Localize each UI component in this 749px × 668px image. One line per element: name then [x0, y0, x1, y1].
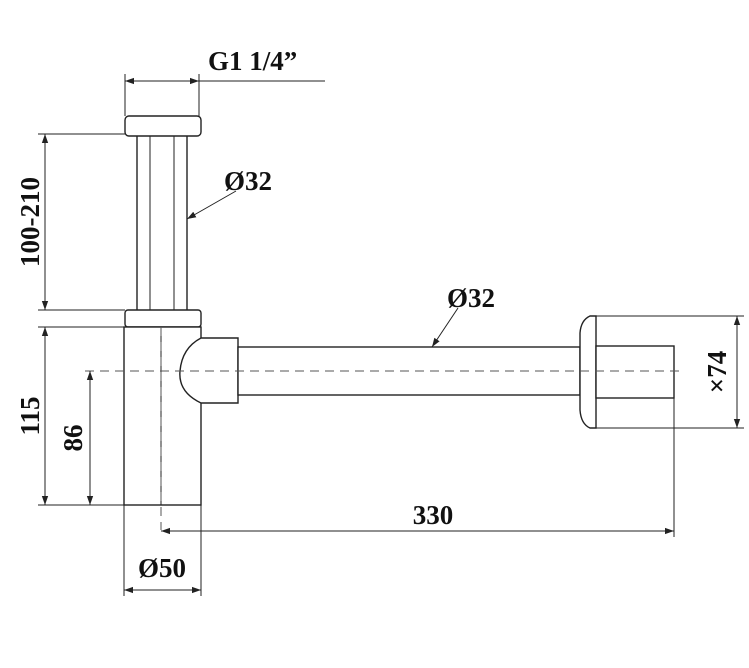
collar-ring: [124, 309, 202, 328]
thread-label: G1 1/4”: [208, 46, 297, 76]
dimension-body-dia: Ø50: [123, 505, 202, 596]
dimension-horizontal-pipe: Ø32: [431, 283, 495, 348]
length-label: 330: [413, 500, 454, 530]
outlet-height-label: 86: [58, 425, 88, 452]
flange-dia-label: ×74: [702, 351, 732, 393]
dimension-total-height: 115: [15, 326, 125, 506]
horizontal-pipe-dia-label: Ø32: [447, 283, 495, 313]
total-height-label: 115: [15, 396, 45, 435]
dimension-flange-dia: ×74: [596, 315, 744, 429]
dimension-adjustable-height: 100-210: [15, 133, 125, 311]
dimension-thread: G1 1/4”: [124, 46, 325, 116]
dimension-outlet-height: 86: [58, 371, 124, 506]
wall-flange: [579, 315, 675, 429]
upper-pipe-dia-label: Ø32: [224, 166, 272, 196]
body-dia-label: Ø50: [138, 553, 186, 583]
dimension-length: 330: [161, 398, 675, 537]
upper-pipe: [136, 133, 188, 313]
top-cap: [124, 115, 202, 137]
dimension-upper-pipe: Ø32: [186, 166, 272, 220]
adjustable-height-label: 100-210: [15, 177, 45, 267]
